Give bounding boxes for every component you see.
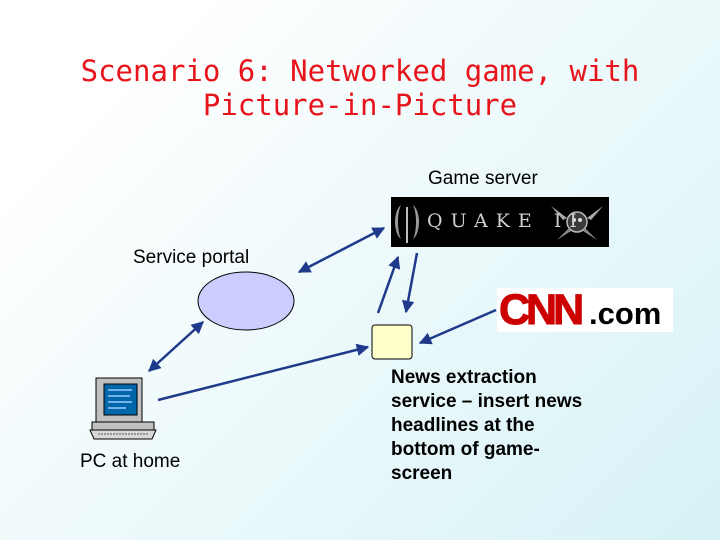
arrow-pc-to-news-service [157, 343, 370, 402]
arrow-game-server-to-news-service [401, 252, 419, 314]
news-service-label-line-5: screen [391, 463, 453, 484]
cnn-logo: CNN .com [497, 288, 673, 332]
news-service-label: News extraction service – insert news he… [391, 366, 621, 486]
slide-title-line-2: Picture-in-Picture [202, 88, 518, 122]
arrow-cnn-to-news-service [418, 308, 497, 345]
news-service-node [371, 324, 413, 360]
pc-icon [89, 377, 157, 440]
slide-title: Scenario 6: Networked game, with Picture… [40, 54, 680, 122]
quake-logo-text: QUAKE II [427, 210, 585, 232]
service-portal-label: Service portal [133, 247, 250, 268]
quake-logo: QUAKE II [391, 197, 609, 247]
slide-title-line-1: Scenario 6: Networked game, with [80, 54, 640, 88]
cnn-logo-main: CNN [498, 288, 584, 332]
arrow-portal-to-game-server [297, 226, 386, 274]
news-service-label-line-2: service – insert news [391, 391, 583, 412]
arrow-news-service-to-game-server [376, 255, 401, 314]
news-service-label-line-3: headlines at the [391, 415, 535, 436]
service-portal-node [197, 271, 295, 331]
news-service-label-line-4: bottom of game- [391, 439, 540, 460]
game-server-label: Game server [428, 168, 538, 189]
news-service-label-line-1: News extraction [391, 367, 537, 388]
quake-logo-art [395, 205, 603, 243]
pc-label: PC at home [80, 451, 181, 472]
cnn-logo-suffix: .com [589, 296, 662, 331]
arrow-pc-to-portal [148, 321, 204, 372]
